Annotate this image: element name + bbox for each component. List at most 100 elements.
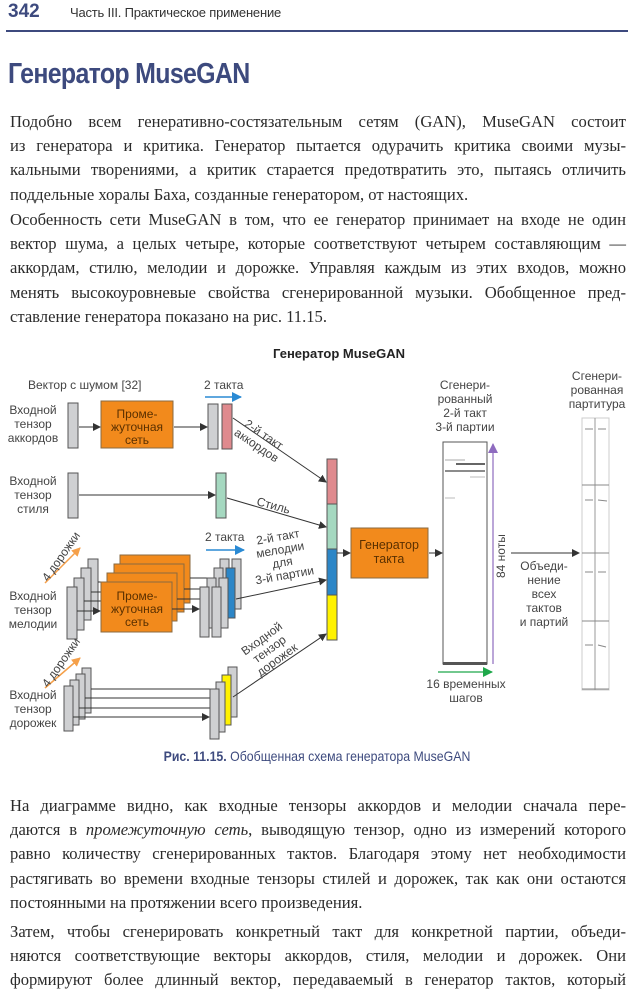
running-head: 342 Часть III. Практическое применение xyxy=(6,0,628,32)
text-line: даются в промежуточную сеть, выводящую т… xyxy=(10,818,626,842)
label-line: тензор xyxy=(14,702,52,716)
label-line: всех xyxy=(532,587,557,601)
chords-noise-vector xyxy=(67,402,79,449)
bar-generator-label: такта xyxy=(374,552,405,566)
caption-text: Обобщенная схема генератора MuseGAN xyxy=(230,748,471,764)
label-line: тензор xyxy=(14,603,52,617)
text-line: кальными творениями, а критик старается … xyxy=(10,160,626,180)
text-run: даются в xyxy=(10,820,86,840)
label-line: нение xyxy=(527,573,561,587)
concat-melody-segment xyxy=(326,548,338,596)
text-run: растягивать во времени входные тензоры с… xyxy=(10,868,626,888)
style-input-label: Входной тензор стиля xyxy=(9,474,56,516)
label-line: партитура xyxy=(569,397,626,411)
chords-bar-1 xyxy=(207,403,219,450)
timesteps-axis-label: шагов xyxy=(449,691,482,705)
temporal-network-label: сеть xyxy=(125,615,149,629)
text-line: аккордам, стилю, мелодии и дорожке. Упра… xyxy=(10,258,626,278)
two-bars-label: 2 такта xyxy=(204,378,244,392)
text-line: формируют более длинный вектор, передава… xyxy=(10,968,626,992)
label-line: Сгенери- xyxy=(572,369,622,383)
label-line: Объеди- xyxy=(520,559,567,573)
generated-bar-pianoroll xyxy=(442,441,488,665)
figure-title: Генератор MuseGAN xyxy=(273,346,405,361)
groove-input-track xyxy=(63,685,74,732)
label-line: мелодии xyxy=(9,617,57,631)
temporal-network-label: жуточная xyxy=(111,602,163,616)
style-vector xyxy=(215,472,227,519)
pianoroll-baseline xyxy=(443,662,487,665)
groove-output-track xyxy=(209,688,220,740)
edge-label-style: Стиль xyxy=(255,494,292,516)
pianoroll-notes xyxy=(445,459,485,499)
paragraph-4: Затем, чтобы сгенерировать конкретный та… xyxy=(10,920,626,993)
bar-generator-box xyxy=(350,527,429,579)
text-run: равно количеству сгенерированных тактов.… xyxy=(10,844,626,864)
paragraph-2: Особенность сети MuseGAN в том, что ее г… xyxy=(10,208,626,329)
text-line: Подобно всем генеративно-состязательным … xyxy=(10,112,626,131)
concat-chords-segment xyxy=(326,458,338,505)
melody-output-track xyxy=(211,586,222,638)
text-run: , выводящую тензор, одно из измерений ко… xyxy=(248,820,627,840)
text-run: На диаграмме видно, как входные тензоры … xyxy=(10,796,626,815)
temporal-network-label: Проме- xyxy=(117,407,158,421)
bar-generator-label: Генератор xyxy=(359,538,419,552)
label-line: Сгенери- xyxy=(440,378,490,392)
label-line: 2-й такт xyxy=(443,406,487,420)
text-line: из генератора и критика. Генератор пытае… xyxy=(10,136,626,156)
label-line: 3-й партии xyxy=(435,420,494,434)
label-line: и партий xyxy=(520,615,569,629)
style-noise-vector xyxy=(67,472,79,519)
groove-input-label: Входной тензор дорожек xyxy=(9,688,57,730)
arrow xyxy=(226,497,327,529)
temporal-network-melody xyxy=(100,581,173,633)
generated-score-label: Сгенери- рованная партитура xyxy=(569,369,626,411)
four-tracks-label: 4 дорожки xyxy=(39,529,83,584)
text-line: На диаграмме видно, как входные тензоры … xyxy=(10,794,626,818)
label-line: стиля xyxy=(17,502,49,516)
caption-number: Рис. 11.15. xyxy=(163,748,227,764)
arrow xyxy=(235,577,327,600)
noise-vector-label: Вектор с шумом [32] xyxy=(28,378,141,392)
temporal-network-label: жуточная xyxy=(111,420,163,434)
text-line: поддельные хоралы Баха, созданные генера… xyxy=(10,184,469,204)
text-run: постоянными на протяжении всего произвед… xyxy=(10,892,363,912)
text-run: Затем, чтобы сгенерировать конкретный та… xyxy=(10,922,626,941)
edge-label-melody: для xyxy=(271,554,294,571)
concat-groove-segment xyxy=(326,594,338,641)
generated-score-pianoroll xyxy=(581,417,610,691)
four-tracks-arrow xyxy=(44,547,81,584)
figure-caption: Рис. 11.15. Обобщенная схема генератора … xyxy=(38,748,596,764)
text-line: ставление генератора показано на рис. 11… xyxy=(10,306,327,326)
text-line: Затем, чтобы сгенерировать конкретный та… xyxy=(10,920,626,944)
concat-style-segment xyxy=(326,503,338,550)
label-line: Входной xyxy=(9,589,56,603)
label-line: тактов xyxy=(526,601,562,615)
text-line: равно количеству сгенерированных тактов.… xyxy=(10,842,626,866)
generated-bar-label: Сгенери- рованный 2-й такт 3-й партии xyxy=(435,378,494,434)
page-number: 342 xyxy=(8,1,40,22)
two-bars-label: 2 такта xyxy=(205,530,245,544)
label-line: Входной xyxy=(9,403,56,417)
chords-input-label: Входной тензор аккордов xyxy=(8,403,58,445)
part-title: Часть III. Практическое применение xyxy=(70,5,282,20)
text-line: Особенность сети MuseGAN в том, что ее г… xyxy=(10,210,626,229)
temporal-network-label: Проме- xyxy=(117,589,158,603)
timesteps-axis-label: 16 временных xyxy=(426,677,505,691)
four-tracks-arrow xyxy=(44,657,81,689)
arrow xyxy=(232,417,327,483)
text-line: постоянными на протяжении всего произвед… xyxy=(10,891,626,915)
label-line: дорожек xyxy=(10,716,58,730)
text-run: формируют более длинный вектор, передава… xyxy=(10,970,626,990)
section-title: Генератор MuseGAN xyxy=(8,58,250,90)
label-line: Входной xyxy=(9,688,56,702)
text-line: няются соответствующие векторы аккордов,… xyxy=(10,944,626,968)
melody-input-label: Входной тензор мелодии xyxy=(9,589,57,631)
combine-label: Объеди- нение всех тактов и партий xyxy=(520,559,569,629)
musegan-generator-diagram: Генератор MuseGAN Вектор с шумом [32] Вх… xyxy=(8,346,626,740)
text-run: няются соответствующие векторы аккордов,… xyxy=(10,946,626,966)
label-line: тензор xyxy=(14,417,52,431)
text-line: растягивать во времени входные тензоры с… xyxy=(10,867,626,891)
label-line: аккордов xyxy=(8,431,58,445)
text-line: вектор шума, а целых четыре, которые соо… xyxy=(10,234,626,254)
